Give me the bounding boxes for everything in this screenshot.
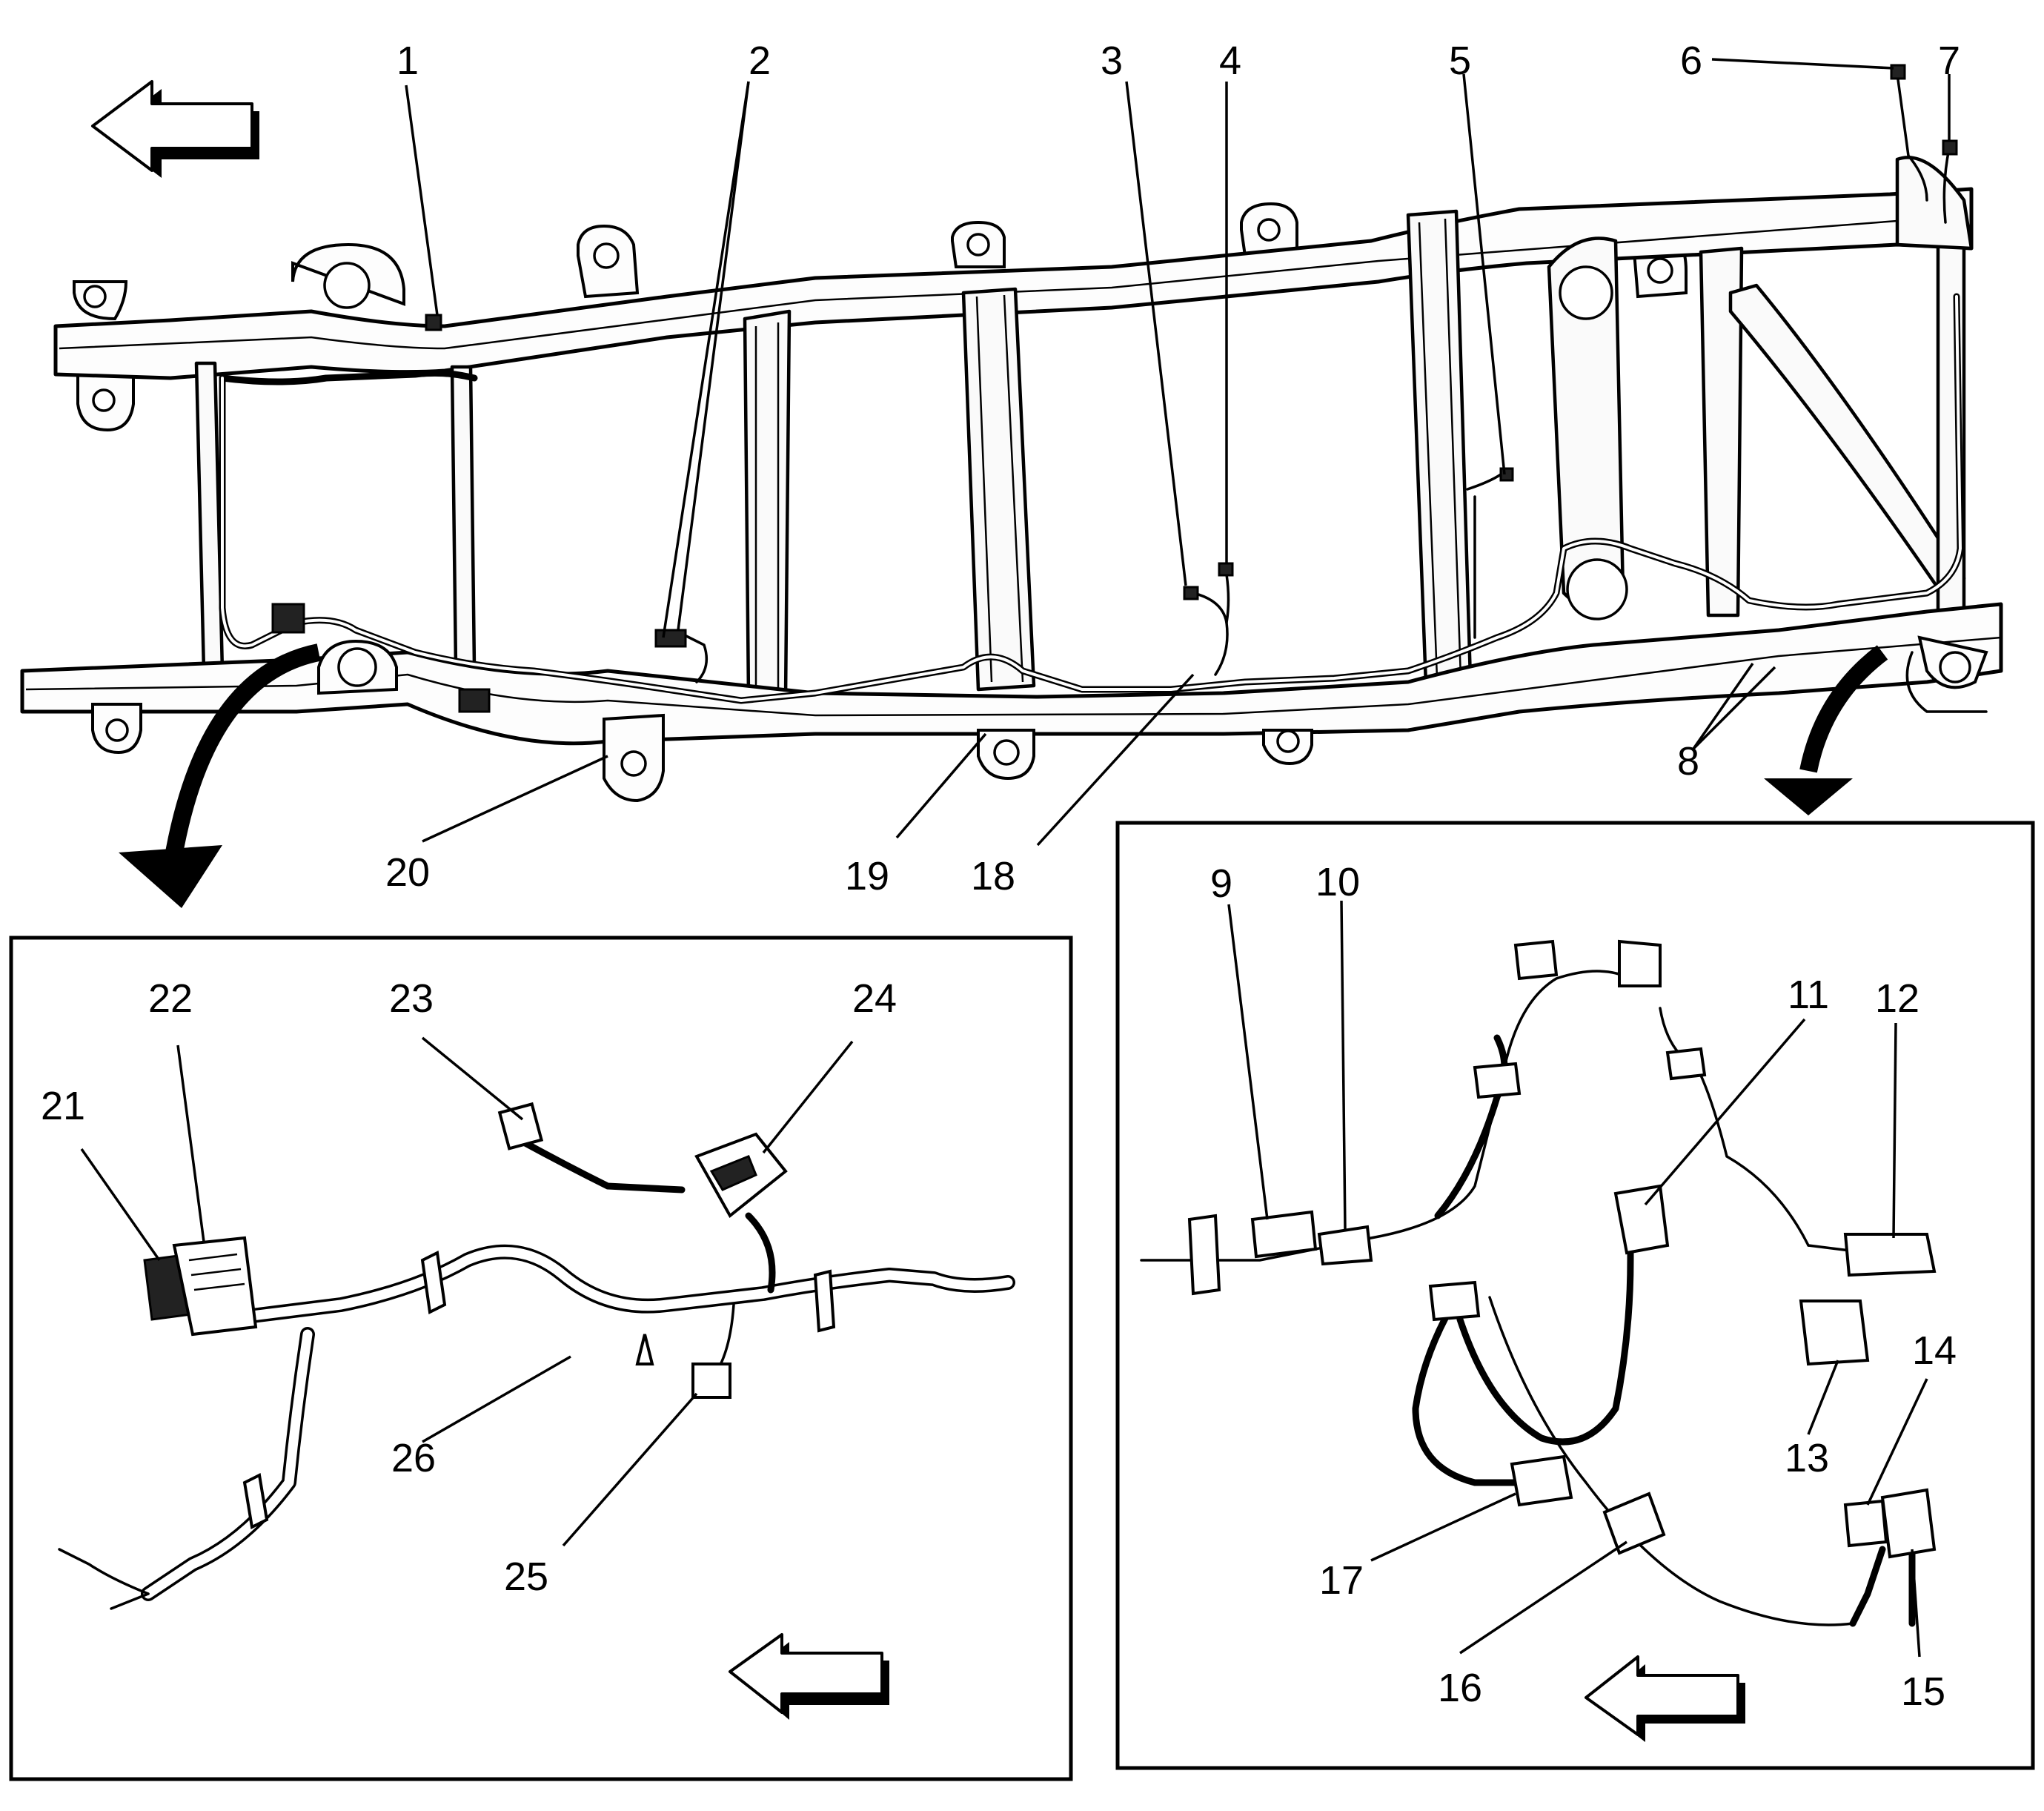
- callout-15: 15: [1901, 1669, 1945, 1714]
- connector-side-1: [1473, 1062, 1522, 1099]
- callout-3: 3: [1101, 39, 1123, 83]
- inset-left-direction-arrow-icon: [729, 1633, 889, 1720]
- callout-13: 13: [1785, 1436, 1829, 1480]
- connector-24: [694, 1132, 788, 1219]
- connector-side-2: [1428, 1280, 1481, 1322]
- callout-14: 14: [1912, 1328, 1957, 1373]
- top-callout-leaders: [405, 58, 1951, 847]
- connector-12: [1843, 1233, 1937, 1277]
- top-callouts: 1 2 3 4 5 6 7 8 18 19 20: [385, 39, 1960, 898]
- callout-5: 5: [1449, 39, 1471, 83]
- connector-14: [1843, 1499, 1888, 1548]
- vehicle-frame: [20, 156, 2003, 803]
- callout-6: 6: [1680, 39, 1702, 83]
- callout-17: 17: [1319, 1558, 1364, 1603]
- callout-2: 2: [749, 39, 771, 83]
- harness-clip: [242, 1473, 269, 1529]
- harness-trunk: [58, 1138, 1015, 1610]
- callout-18: 18: [971, 854, 1015, 898]
- harness-clip: [813, 1269, 836, 1333]
- frame-crossmembers: [194, 156, 1974, 718]
- callout-9: 9: [1210, 861, 1232, 906]
- left-detail-inset: 21 22 23 24 25 26: [9, 936, 1073, 1781]
- connector-25: [691, 1363, 731, 1399]
- callout-7: 7: [1938, 39, 1960, 83]
- harness-clip: [635, 1334, 654, 1365]
- forward-direction-arrow-icon: [91, 80, 259, 178]
- harness-clip: [420, 1250, 447, 1315]
- connector-11: [1613, 1184, 1670, 1255]
- callout-20: 20: [385, 850, 430, 895]
- callout-24: 24: [852, 976, 897, 1021]
- callout-22: 22: [148, 976, 193, 1021]
- right-detail-inset: 9 10 11 12 13 14 15 16 17: [1115, 821, 2035, 1770]
- callout-23: 23: [389, 976, 434, 1021]
- right-rail-brackets: [91, 635, 1988, 803]
- connector-left-end: [1187, 1214, 1221, 1296]
- connector-13: [1799, 1300, 1870, 1366]
- callout-4: 4: [1219, 39, 1241, 83]
- callout-16: 16: [1438, 1666, 1482, 1710]
- connector-10: [1317, 1225, 1373, 1266]
- connector-16: [1602, 1491, 1666, 1555]
- callout-26: 26: [391, 1436, 436, 1480]
- detail-zoom-arrow-icon: [119, 643, 1888, 908]
- connector-15: [1880, 1488, 1937, 1559]
- connector-9: [1250, 1210, 1318, 1259]
- connector-side-3: [1665, 1047, 1707, 1081]
- connector-21-22: [143, 1236, 258, 1337]
- connector-23: [497, 1102, 544, 1151]
- callout-19: 19: [845, 854, 889, 898]
- connector-top-2: [1618, 939, 1662, 987]
- callout-8: 8: [1677, 739, 1699, 784]
- callout-21: 21: [41, 1084, 85, 1128]
- callout-12: 12: [1875, 976, 1919, 1021]
- callout-25: 25: [504, 1555, 548, 1599]
- callout-1: 1: [396, 39, 419, 83]
- connector-top-1: [1513, 939, 1559, 981]
- inset-right-direction-arrow-icon: [1585, 1655, 1745, 1742]
- callout-11: 11: [1788, 973, 1829, 1017]
- callout-10: 10: [1315, 860, 1360, 904]
- connector-17: [1510, 1454, 1573, 1507]
- inset-connectors: [1187, 939, 1937, 1559]
